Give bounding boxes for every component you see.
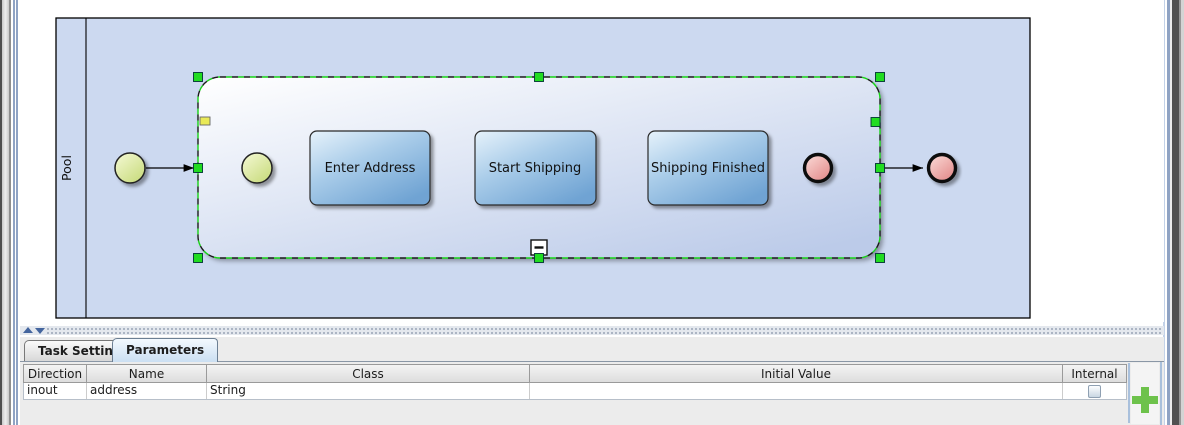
window-edge-left [2, 0, 9, 425]
selection-handle[interactable] [534, 72, 544, 82]
cell-class[interactable]: String [207, 383, 530, 399]
window-edge-left [9, 0, 11, 425]
task-label: Start Shipping [489, 161, 582, 176]
end-event-inner[interactable] [802, 152, 834, 184]
selection-handle[interactable] [875, 72, 885, 82]
column-header-class[interactable]: Class [207, 365, 530, 382]
parameter-actions [1131, 363, 1159, 424]
window-edge-left [16, 0, 18, 425]
table-row[interactable]: inout address String [23, 383, 1127, 400]
internal-checkbox[interactable] [1088, 384, 1101, 398]
end-event[interactable] [926, 152, 958, 184]
plus-icon [1141, 387, 1149, 413]
splitter-texture [46, 327, 1163, 334]
task-start-shipping[interactable]: Start Shipping [474, 130, 597, 206]
cell-direction[interactable]: inout [24, 383, 87, 399]
pool-label: Pool [59, 155, 74, 181]
add-parameter-button[interactable] [1132, 387, 1158, 413]
collapse-down-icon[interactable] [35, 328, 45, 334]
selection-handle[interactable] [870, 117, 881, 127]
start-event-inner[interactable] [241, 152, 273, 184]
tab-parameters[interactable]: Parameters [112, 338, 219, 362]
cell-internal [1063, 383, 1126, 399]
window-edge-right [1165, 0, 1167, 425]
selection-handle[interactable] [193, 72, 203, 82]
selection-handle[interactable] [875, 253, 885, 263]
cell-name[interactable]: address [87, 383, 207, 399]
table-border [1128, 363, 1130, 423]
window-edge-left [0, 0, 2, 425]
window-edge-right [1170, 0, 1172, 425]
column-header-name[interactable]: Name [87, 365, 207, 382]
column-header-initial-value[interactable]: Initial Value [530, 365, 1063, 382]
column-header-direction[interactable]: Direction [24, 365, 87, 382]
task-label: Shipping Finished [651, 161, 765, 176]
window-edge-left [11, 0, 13, 425]
task-label: Enter Address [325, 161, 416, 176]
collapse-subprocess-button[interactable] [530, 239, 548, 256]
task-shipping-finished[interactable]: Shipping Finished [647, 130, 769, 206]
connection-handle-yellow[interactable] [199, 116, 211, 126]
task-enter-address[interactable]: Enter Address [309, 130, 431, 206]
selection-handle[interactable] [193, 253, 203, 263]
collapse-up-icon[interactable] [23, 327, 33, 333]
window-edge-right [1179, 0, 1181, 425]
tab-bar: Task Settings Parameters [20, 337, 1164, 362]
column-header-internal[interactable]: Internal [1071, 366, 1118, 381]
selection-handle[interactable] [193, 163, 203, 173]
selection-handle[interactable] [875, 163, 885, 173]
horizontal-splitter[interactable] [20, 326, 1164, 335]
cell-initial-value[interactable] [530, 383, 1063, 399]
start-event[interactable] [114, 152, 146, 184]
window-edge-right [1167, 0, 1170, 425]
selection-handle[interactable] [534, 253, 544, 263]
table-header-row: Direction Name Class Initial Value Inter… [23, 364, 1127, 383]
window-edge-right [1172, 0, 1179, 425]
properties-panel: Task Settings Parameters Direction Name … [20, 337, 1164, 425]
panel-border [1160, 362, 1162, 425]
window-edge-left [13, 0, 15, 425]
parameters-tab-content: Direction Name Class Initial Value Inter… [20, 361, 1164, 425]
window-edge-right [1181, 0, 1184, 425]
diagram-canvas[interactable]: Pool Enter Address [20, 0, 1164, 322]
window-edge-right [1163, 0, 1165, 425]
parameters-table: Direction Name Class Initial Value Inter… [23, 364, 1127, 400]
window-edge-left [15, 0, 16, 425]
